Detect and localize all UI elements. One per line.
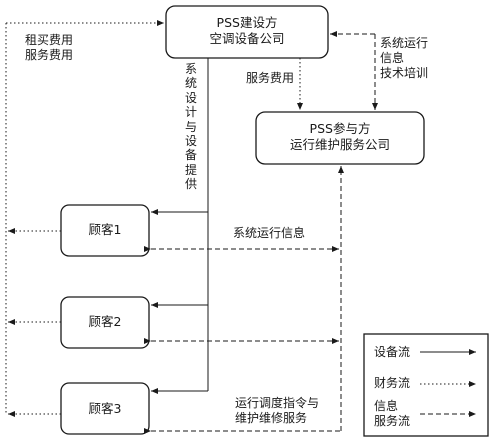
rent-fee-label-1: 租买费用 [25, 33, 74, 47]
legend-finance-label: 财务流 [374, 376, 411, 390]
builder-name-line1: PSS建设方 [216, 15, 278, 30]
dispatch-label-1: 运行调度指令与 [235, 396, 320, 410]
service-fee-label: 服务费用 [246, 71, 295, 85]
system-design-char: 备 [184, 148, 197, 163]
system-run-info-label: 系统运行信息 [233, 226, 306, 240]
legend [363, 333, 489, 437]
system-design-char: 设 [184, 134, 197, 149]
customer1-label: 顾客1 [88, 222, 122, 237]
legend-box [363, 333, 489, 437]
system-design-supply-label: 系统设计与设备提供 [184, 62, 198, 192]
sys-info-label-1: 系统运行 [380, 36, 429, 50]
operator-name-line2: 运行维护服务公司 [289, 137, 390, 152]
system-design-char: 提 [184, 162, 197, 177]
equipment-flow-lines [151, 58, 209, 394]
system-design-char: 供 [184, 177, 197, 192]
builder-name-line2: 空调设备公司 [209, 31, 285, 46]
legend-info-label-1: 信息 [374, 399, 399, 413]
operator-box-label: PSS参与方 运行维护服务公司 [256, 121, 424, 153]
builder-box-label: PSS建设方 空调设备公司 [166, 15, 328, 47]
rent-fee-label-2: 服务费用 [25, 48, 74, 62]
sys-info-label-3: 技术培训 [380, 66, 429, 80]
system-design-char: 计 [184, 105, 197, 120]
dispatch-label-2: 维护维修服务 [235, 411, 308, 425]
system-design-char: 与 [184, 119, 197, 134]
legend-equipment-label: 设备流 [374, 345, 411, 359]
legend-info-label-2: 服务流 [374, 414, 411, 428]
builder-box [165, 5, 329, 59]
customer2-label: 顾客2 [88, 314, 122, 329]
operator-box [255, 111, 425, 165]
customer3-box [60, 382, 150, 435]
customer3-label: 顾客3 [88, 401, 122, 416]
system-design-char: 统 [184, 76, 197, 91]
system-design-char: 设 [184, 90, 197, 105]
finance-flow-lines [5, 20, 303, 417]
info-flow-lines [144, 31, 378, 434]
operator-name-line1: PSS参与方 [309, 121, 371, 136]
system-design-char: 系 [184, 62, 197, 76]
sys-info-label-2: 信息 [380, 51, 405, 65]
